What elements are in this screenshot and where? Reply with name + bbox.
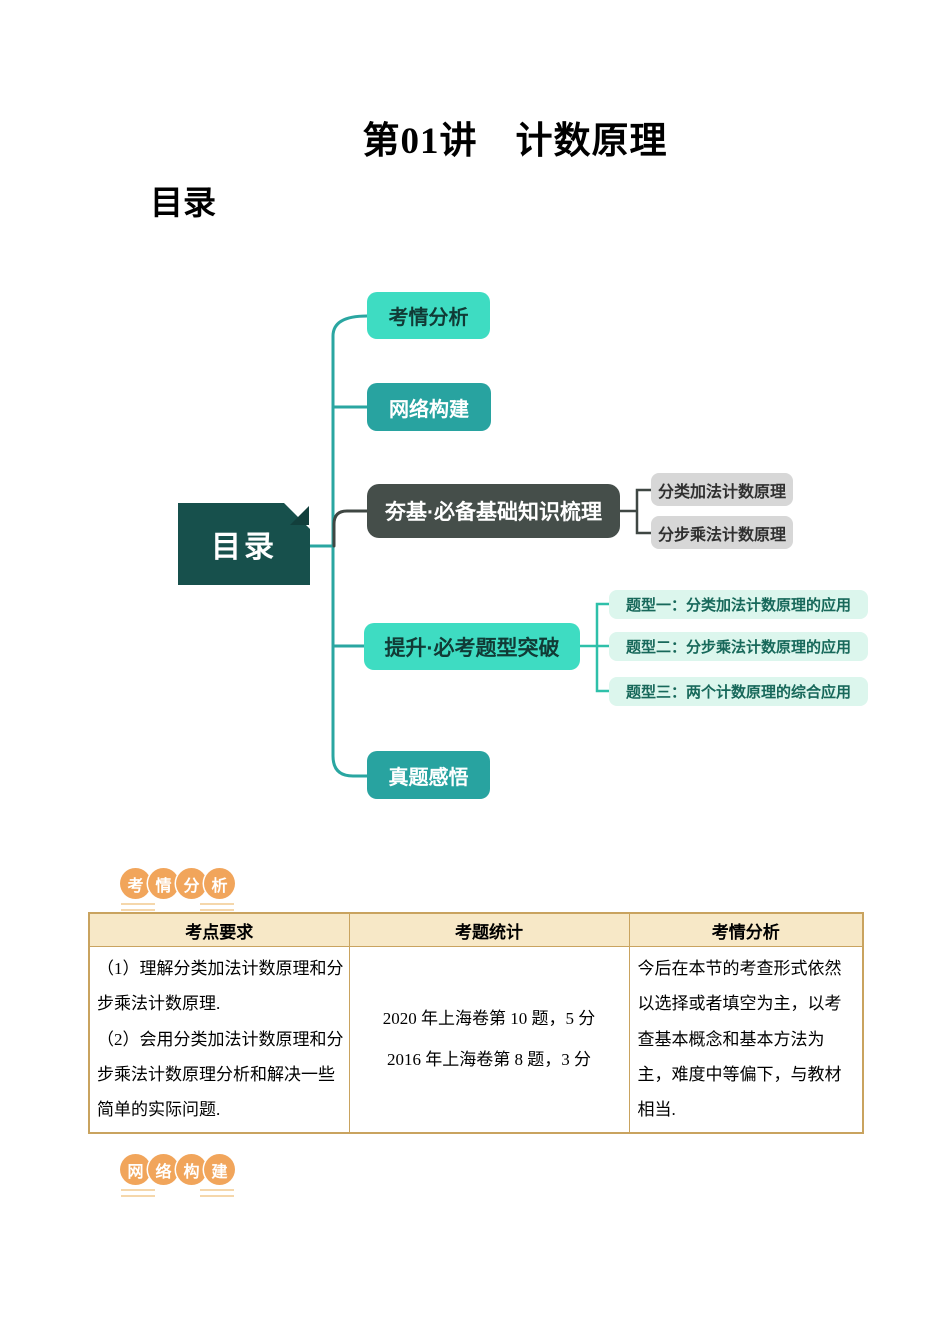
mindmap-subnode-type2: 题型二：分步乘法计数原理的应用 xyxy=(609,632,868,661)
mindmap-subnode-type3: 题型三：两个计数原理的综合应用 xyxy=(609,677,868,706)
exam-analysis-badge: 考 情 分 析 xyxy=(120,868,235,911)
trunk-line xyxy=(331,314,369,778)
table-header-row: 考点要求 考题统计 考情分析 xyxy=(88,912,864,947)
tisheng-sub-bracket xyxy=(578,602,611,693)
badge-circle-icon: 络 xyxy=(148,1154,179,1185)
badge-underline-decoration xyxy=(200,1189,234,1197)
exam-info-table: 考点要求 考题统计 考情分析 （1）理解分类加法计数原理和分步乘法计数原理. （… xyxy=(88,912,864,1134)
badge-circle-icon: 构 xyxy=(176,1154,207,1185)
badge-circle-icon: 情 xyxy=(148,868,179,899)
mindmap-node-real-questions: 真题感悟 xyxy=(367,751,490,799)
badge-underline-decoration xyxy=(200,903,234,911)
mindmap-subnode-step-multiplication: 分步乘法计数原理 xyxy=(651,516,793,549)
mindmap-subnode-type1: 题型一：分类加法计数原理的应用 xyxy=(609,590,868,619)
mindmap-node-question-types: 提升·必考题型突破 xyxy=(364,623,580,670)
requirement-item: （2）会用分类加法计数原理和分步乘法计数原理分析和解决一些简单的实际问题. xyxy=(97,1029,344,1120)
mindmap-node-exam-analysis: 考情分析 xyxy=(367,292,490,339)
toc-heading: 目录 xyxy=(150,186,216,222)
column-header-statistics: 考题统计 xyxy=(348,912,630,947)
statistic-line: 2020 年上海卷第 10 题，5 分 xyxy=(382,1009,596,1029)
analysis-text: 今后在本节的考查形式依然以选择或者填空为主，以考查基本概念和基本方法为主，难度中… xyxy=(637,959,842,1120)
mindmap-root-label: 目录 xyxy=(178,503,310,585)
table-row: （1）理解分类加法计数原理和分步乘法计数原理. （2）会用分类加法计数原理和分步… xyxy=(88,945,864,1134)
page-title: 第01讲 计数原理 xyxy=(362,121,668,162)
mindmap-subnode-classification-addition: 分类加法计数原理 xyxy=(651,473,793,506)
mindmap-node-foundation: 夯基·必备基础知识梳理 xyxy=(367,484,620,538)
statistic-line: 2016 年上海卷第 8 题，3 分 xyxy=(387,1049,591,1069)
folded-corner-icon xyxy=(290,506,309,525)
cell-statistics: 2020 年上海卷第 10 题，5 分 2016 年上海卷第 8 题，3 分 xyxy=(348,945,630,1134)
badge-circle-icon: 网 xyxy=(120,1154,151,1185)
badge-underline-decoration xyxy=(121,1189,155,1197)
column-header-analysis: 考情分析 xyxy=(628,912,864,947)
badge-circle-icon: 考 xyxy=(120,868,151,899)
branch-line-hangji xyxy=(332,509,369,548)
badge-circle-icon: 析 xyxy=(204,868,235,899)
mindmap-node-network-build: 网络构建 xyxy=(367,383,491,431)
hangji-sub-bracket xyxy=(618,488,653,535)
network-build-badge: 网 络 构 建 xyxy=(120,1154,235,1197)
badge-circle-icon: 建 xyxy=(204,1154,235,1185)
column-header-requirements: 考点要求 xyxy=(88,912,350,947)
cell-analysis: 今后在本节的考查形式依然以选择或者填空为主，以考查基本概念和基本方法为主，难度中… xyxy=(628,945,864,1134)
badge-underline-decoration xyxy=(121,903,155,911)
cell-requirements: （1）理解分类加法计数原理和分步乘法计数原理. （2）会用分类加法计数原理和分步… xyxy=(88,945,350,1134)
badge-circle-icon: 分 xyxy=(176,868,207,899)
mindmap-root-node: 目录 xyxy=(178,503,310,585)
requirement-item: （1）理解分类加法计数原理和分步乘法计数原理. xyxy=(97,959,344,1014)
